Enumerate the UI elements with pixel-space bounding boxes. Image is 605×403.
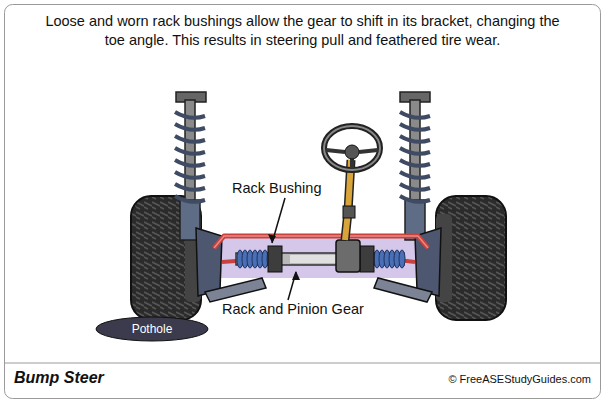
u-joint [343,206,355,218]
right-tire [436,196,506,320]
boot-fold [399,250,405,268]
spring-coil [175,148,205,154]
divider [5,363,600,364]
spring-coil [175,124,205,130]
title: Bump Steer [14,369,104,387]
spring-coil [175,112,205,118]
spring-coil [175,196,205,202]
spring-coil [400,112,430,118]
leader-arrowhead [292,271,300,280]
spring-coil [400,136,430,142]
spring-coil [400,124,430,130]
copyright: © FreeASEStudyGuides.com [448,373,591,385]
spring-coil [400,184,430,190]
caption: Loose and worn rack bushings allow the g… [35,12,570,50]
leader-arrowhead [268,234,276,243]
pothole-ellipse: Pothole [96,317,208,341]
left-strut [175,92,206,240]
spring-coil [400,160,430,166]
gear-highlight [208,236,446,278]
spring-coil [400,148,430,154]
stabilizer-bar [214,236,428,248]
spring-coil [175,136,205,142]
node-text: Pothole [132,322,173,336]
frame [5,5,601,399]
left-control-arm [205,278,266,302]
spring-coil [175,184,205,190]
part-label: Rack and Pinion Gear [222,301,364,317]
part-label: Rack Bushing [232,180,321,196]
left-tire [131,196,201,320]
left-knuckle [196,228,222,296]
spring-coil [175,160,205,166]
stabilizer-highlight [214,236,428,248]
pinion-housing [336,240,360,272]
right-control-arm [374,278,432,302]
spring-coil [400,196,430,202]
spring-coil [175,172,205,178]
right-strut [400,92,430,240]
spring-coil [400,172,430,178]
rack-bushing [268,246,282,272]
steering-wheel [324,126,380,170]
pothole-shape [96,317,208,341]
rack-bushing-right [360,246,374,272]
